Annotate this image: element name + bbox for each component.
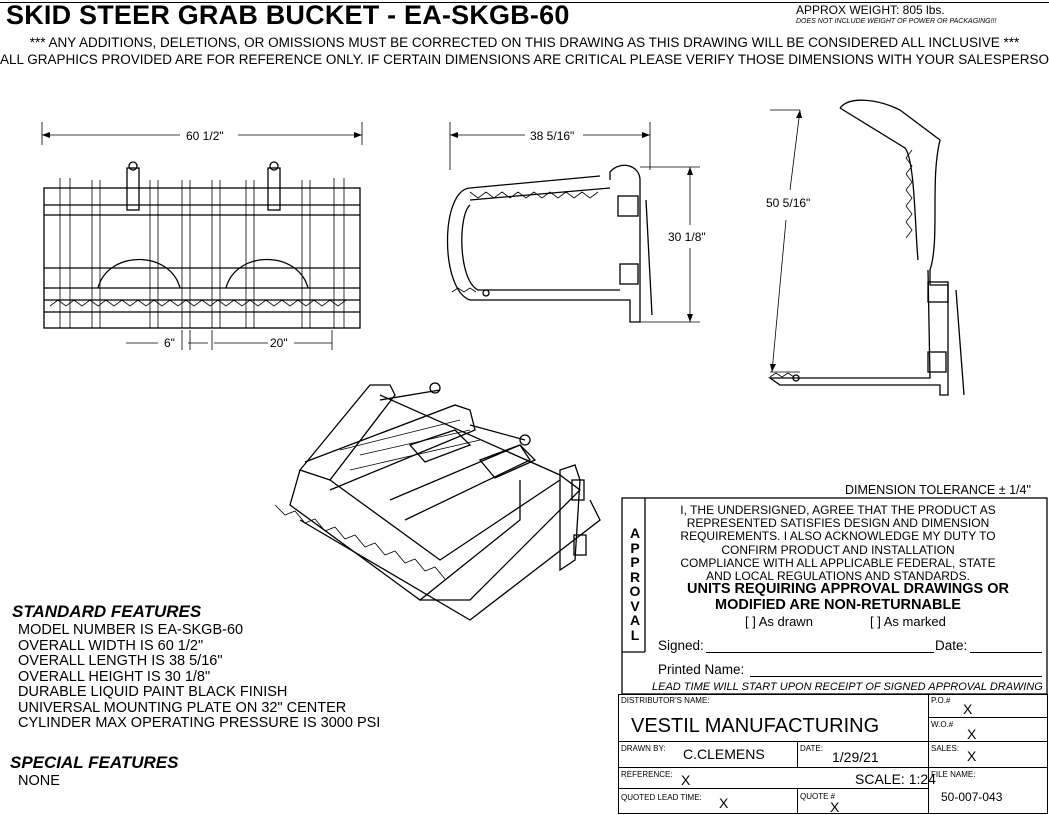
standard-features-heading: STANDARD FEATURES [12,602,202,621]
printed-name-label: Printed Name: [658,662,745,677]
dim-side-height: 30 1/8" [668,230,706,244]
side-view [446,122,700,323]
approval-side-label: A P P R O V A L [629,525,641,643]
nonreturnable-line-1: UNITS REQUIRING APPROVAL DRAWINGS OR [687,581,1009,597]
feature-item: MODEL NUMBER IS EA-SKGB-60 [18,622,244,638]
as-marked-checkbox[interactable]: [ ] As marked [870,614,946,629]
signed-label: Signed: [658,638,704,653]
feature-item: OVERALL WIDTH IS 60 1/2" [18,637,204,654]
nonreturnable-line-2: MODIFIED ARE NON-RETURNABLE [715,597,961,613]
dim-tine-gap: 20" [270,336,288,350]
feature-item: CYLINDER MAX OPERATING PRESSURE IS 3000 … [18,715,381,731]
approval-statement: I, THE UNDERSIGNED, AGREE THAT THE PRODU… [680,503,996,584]
weight-note: DOES NOT INCLUDE WEIGHT OF POWER OR PACK… [796,18,997,25]
warning-line-2: ALL GRAPHICS PROVIDED ARE FOR REFERENCE … [0,52,1049,67]
warning-line-1: *** ANY ADDITIONS, DELETIONS, OR OMISSIO… [29,35,1020,50]
dimension-tolerance: DIMENSION TOLERANCE ± 1/4" [845,483,1031,497]
standard-features-list: MODEL NUMBER IS EA-SKGB-60 OVERALL WIDTH… [18,622,381,732]
date-line[interactable] [970,652,1042,653]
signature-line[interactable] [706,652,934,653]
drawn-by-name: C.CLEMENS [683,746,765,762]
po-cell: P.O.# X [928,694,1048,718]
open-view [767,99,965,396]
top-border [0,2,1049,3]
scale: SCALE: 1:24 [855,771,936,787]
isometric-view [274,382,601,621]
drawn-by-cell: DRAWN BY: C.CLEMENS [618,741,798,768]
drawing-title: SKID STEER GRAB BUCKET - EA-SKGB-60 [6,0,570,30]
feature-item: UNIVERSAL MOUNTING PLATE ON 32" CENTER [18,699,347,716]
distributor-name: VESTIL MANUFACTURING [631,715,880,737]
dim-front-width: 60 1/2" [186,129,224,143]
distributor-cell: DISTRIBUTOR'S NAME: VESTIL MANUFACTURING [618,694,929,742]
as-drawn-checkbox[interactable]: [ ] As drawn [745,614,813,629]
date-label: Date: [935,638,968,653]
dim-tine-spacing: 6" [164,336,175,350]
lead-time-note: LEAD TIME WILL START UPON RECEIPT OF SIG… [652,681,1043,693]
sales-cell: SALES: X [928,741,1048,768]
date-cell: DATE: 1/29/21 [797,741,929,768]
dim-open-height: 50 5/16" [766,196,811,210]
file-name-cell: FILE NAME: 50-007-043 [928,767,1048,814]
feature-item: OVERALL HEIGHT IS 30 1/8" [18,668,211,685]
approx-weight: APPROX WEIGHT: 805 lbs. [796,3,945,17]
reference-cell: REFERENCE: X SCALE: 1:24 [618,767,936,789]
quote-cell: QUOTE # X [797,788,929,815]
front-view [41,122,363,350]
wo-cell: W.O.# X [928,717,1048,742]
special-feature-item: NONE [18,773,60,789]
feature-item: OVERALL LENGTH IS 38 5/16" [18,653,223,669]
special-features-heading: SPECIAL FEATURES [10,753,179,772]
printed-name-line[interactable] [750,676,1042,677]
feature-item: DURABLE LIQUID PAINT BLACK FINISH [18,684,288,700]
quoted-lead-time-cell: QUOTED LEAD TIME: X [618,788,798,814]
dim-side-length: 38 5/16" [530,129,575,143]
